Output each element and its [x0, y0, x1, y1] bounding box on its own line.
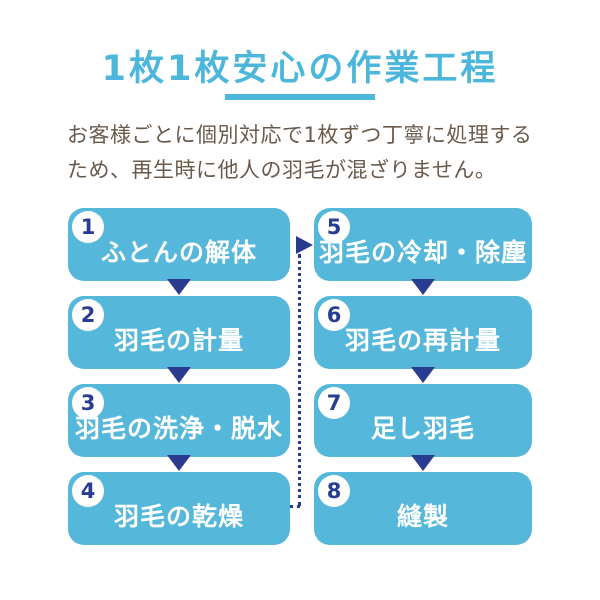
down-arrow-icon — [411, 455, 435, 471]
down-arrow-icon — [167, 367, 191, 383]
intro-line-2: ため、再生時に他人の羽毛が混ざりません。 — [67, 158, 497, 182]
step-label: 羽毛の洗浄・脱水 — [74, 413, 283, 443]
page-title: 1枚1枚安心の作業工程 — [101, 49, 499, 89]
step-label: 羽毛の計量 — [113, 325, 244, 355]
right-arrow-icon — [296, 236, 313, 254]
step-number-badge: 1 — [72, 211, 104, 243]
step-number: 3 — [80, 391, 96, 415]
step-number: 2 — [80, 303, 96, 327]
down-arrow-icon — [411, 367, 435, 383]
step-label: 羽毛の冷却・除塵 — [318, 237, 527, 267]
step-box-3: 3 羽毛の洗浄・脱水 — [68, 384, 290, 457]
intro-line-1: お客様ごとに個別対応で1枚ずつ丁寧に処理する — [67, 123, 533, 147]
step-number: 4 — [80, 479, 96, 503]
step-box-7: 7 足し羽毛 — [314, 384, 532, 457]
step-number: 8 — [326, 479, 342, 503]
down-arrow-icon — [167, 455, 191, 471]
step-number-badge: 3 — [72, 387, 104, 419]
step-box-1: 1 ふとんの解体 — [68, 208, 290, 281]
step-number-badge: 7 — [318, 387, 350, 419]
step-number: 5 — [326, 215, 342, 239]
step-number-badge: 5 — [318, 211, 350, 243]
intro-text: お客様ごとに個別対応で1枚ずつ丁寧に処理する ため、再生時に他人の羽毛が混ざりま… — [67, 118, 547, 188]
step-box-2: 2 羽毛の計量 — [68, 296, 290, 369]
title-underline — [225, 94, 375, 100]
step-number-badge: 2 — [72, 299, 104, 331]
step-label: 羽毛の乾燥 — [113, 501, 244, 531]
step-number-badge: 4 — [72, 475, 104, 507]
step-number-badge: 6 — [318, 299, 350, 331]
down-arrow-icon — [411, 279, 435, 295]
step-number-badge: 8 — [318, 475, 350, 507]
step-number: 1 — [80, 215, 96, 239]
flow-connector-line — [298, 254, 301, 506]
step-box-4: 4 羽毛の乾燥 — [68, 472, 290, 545]
flow-connector-stub — [290, 505, 300, 508]
step-number: 7 — [326, 391, 342, 415]
step-number: 6 — [326, 303, 342, 327]
step-box-5: 5 羽毛の冷却・除塵 — [314, 208, 532, 281]
step-label: 足し羽毛 — [370, 413, 475, 443]
step-label: 縫製 — [396, 501, 449, 531]
step-label: 羽毛の再計量 — [344, 325, 501, 355]
step-box-8: 8 縫製 — [314, 472, 532, 545]
step-box-6: 6 羽毛の再計量 — [314, 296, 532, 369]
down-arrow-icon — [167, 279, 191, 295]
step-label: ふとんの解体 — [100, 237, 257, 267]
